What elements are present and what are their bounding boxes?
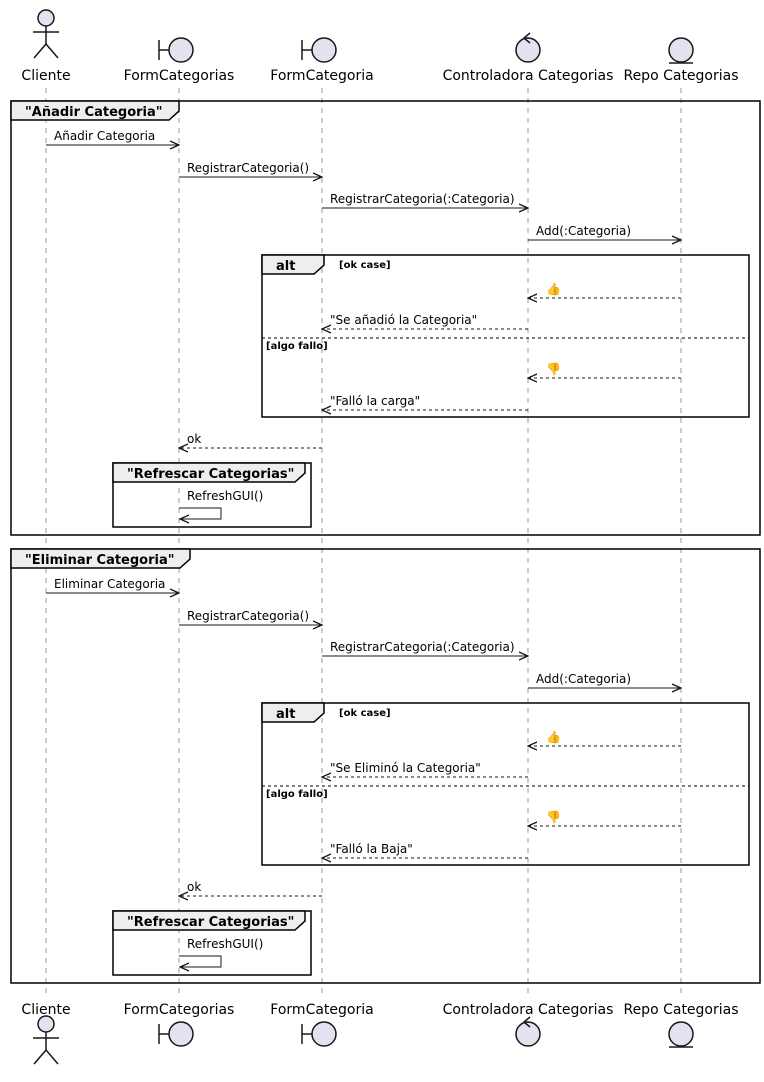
reply-ok-0-label: ok [187,432,201,446]
reply-1-0: "Se Eliminó la Categoria" [322,761,528,777]
self-message-arrow [179,955,222,967]
entity-icon [668,1021,694,1048]
participant-name-bottom: FormCategorias [124,1002,235,1018]
thumbs-up-icon-0-0: 👍 [528,282,681,298]
reply-0-1: "Falló la carga" [322,394,528,410]
self-message-label: RefreshGUI() [187,937,263,951]
actor-icon [33,9,59,59]
message-1-2: RegistrarCategoria(:Categoria) [322,640,528,656]
message-1-0: Eliminar Categoria [46,577,179,593]
alt-frame-1-title: alt [276,707,295,722]
participant-name-bottom: FormCategoria [270,1002,373,1018]
thumbs-down-icon-1-1-label: 👎 [546,810,561,824]
thumbs-down-icon-0-1: 👎 [528,362,681,378]
boundary-icon [158,37,194,63]
reply-0-1-label: "Falló la carga" [330,394,420,408]
self-message-arrow [179,507,222,519]
alt-condition: [ok case] [339,708,391,719]
participant-name-bottom: Cliente [21,1002,70,1018]
participant-name-bottom: Controladora Categorias [443,1002,614,1018]
alt-frame-0-title: alt [276,259,295,274]
reply-1-1: "Falló la Baja" [322,842,528,858]
reply-1-0-label: "Se Eliminó la Categoria" [330,761,481,775]
message-0-3-label: Add(:Categoria) [536,224,631,238]
self-message-label: RefreshGUI() [187,489,263,503]
refresh-frame-0: "Refrescar Categorias" RefreshGUI() [112,462,312,528]
frames: "Añadir Categoria" alt [ok case] [algo fall… [10,100,761,984]
group-frame-0: "Añadir Categoria" [10,100,761,536]
refresh-frame-0-title: "Refrescar Categorias" [127,467,294,482]
participant-name-top: Repo Categorias [623,68,738,84]
participant-name-top: Controladora Categorias [443,68,614,84]
alt-condition: [algo fallo] [266,341,328,352]
message-0-2-label: RegistrarCategoria(:Categoria) [330,192,515,206]
thumbs-up-icon-0-0-label: 👍 [546,282,561,296]
boundary-icon [158,1021,194,1047]
message-0-2: RegistrarCategoria(:Categoria) [322,192,528,208]
message-0-3: Add(:Categoria) [528,224,681,240]
thumbs-down-icon-1-1: 👎 [528,810,681,826]
alt-frame-0: alt [ok case] [algo fallo] [261,254,750,418]
control-icon [515,32,541,63]
thumbs-up-icon-1-0: 👍 [528,730,681,746]
alt-frame-1: alt [ok case] [algo fallo] [261,702,750,866]
participant-name-top: FormCategorias [124,68,235,84]
reply-0-0-label: "Se añadió la Categoria" [330,313,477,327]
reply-ok-1: ok [179,880,322,896]
message-1-0-label: Eliminar Categoria [54,577,165,591]
reply-1-1-label: "Falló la Baja" [330,842,413,856]
message-1-2-label: RegistrarCategoria(:Categoria) [330,640,515,654]
participant-name-top: FormCategoria [270,68,373,84]
boundary-icon [301,37,337,63]
message-0-1-label: RegistrarCategoria() [187,161,309,175]
reply-ok-1-label: ok [187,880,201,894]
boundary-icon [301,1021,337,1047]
message-1-3-label: Add(:Categoria) [536,672,631,686]
actor-icon [33,1015,59,1065]
reply-ok-0: ok [179,432,322,448]
reply-0-0: "Se añadió la Categoria" [322,313,528,329]
control-icon [515,1016,541,1047]
message-0-0: Añadir Categoria [46,129,179,145]
participant-name-bottom: Repo Categorias [623,1002,738,1018]
message-0-0-label: Añadir Categoria [54,129,155,143]
thumbs-down-icon-0-1-label: 👎 [546,362,561,376]
message-1-1: RegistrarCategoria() [179,609,322,625]
refresh-frame-1: "Refrescar Categorias" RefreshGUI() [112,910,312,976]
group-frame-1-title: "Eliminar Categoria" [25,553,175,568]
message-1-3: Add(:Categoria) [528,672,681,688]
group-frame-0-title: "Añadir Categoria" [25,105,163,120]
entity-icon [668,37,694,64]
alt-condition: [ok case] [339,260,391,271]
group-frame-1: "Eliminar Categoria" [10,548,761,984]
message-1-1-label: RegistrarCategoria() [187,609,309,623]
message-0-1: RegistrarCategoria() [179,161,322,177]
alt-condition: [algo fallo] [266,789,328,800]
participant-name-top: Cliente [21,68,70,84]
thumbs-up-icon-1-0-label: 👍 [546,730,561,744]
participants: ClienteClienteFormCategoriasFormCategori… [21,9,739,1065]
refresh-frame-1-title: "Refrescar Categorias" [127,915,294,930]
